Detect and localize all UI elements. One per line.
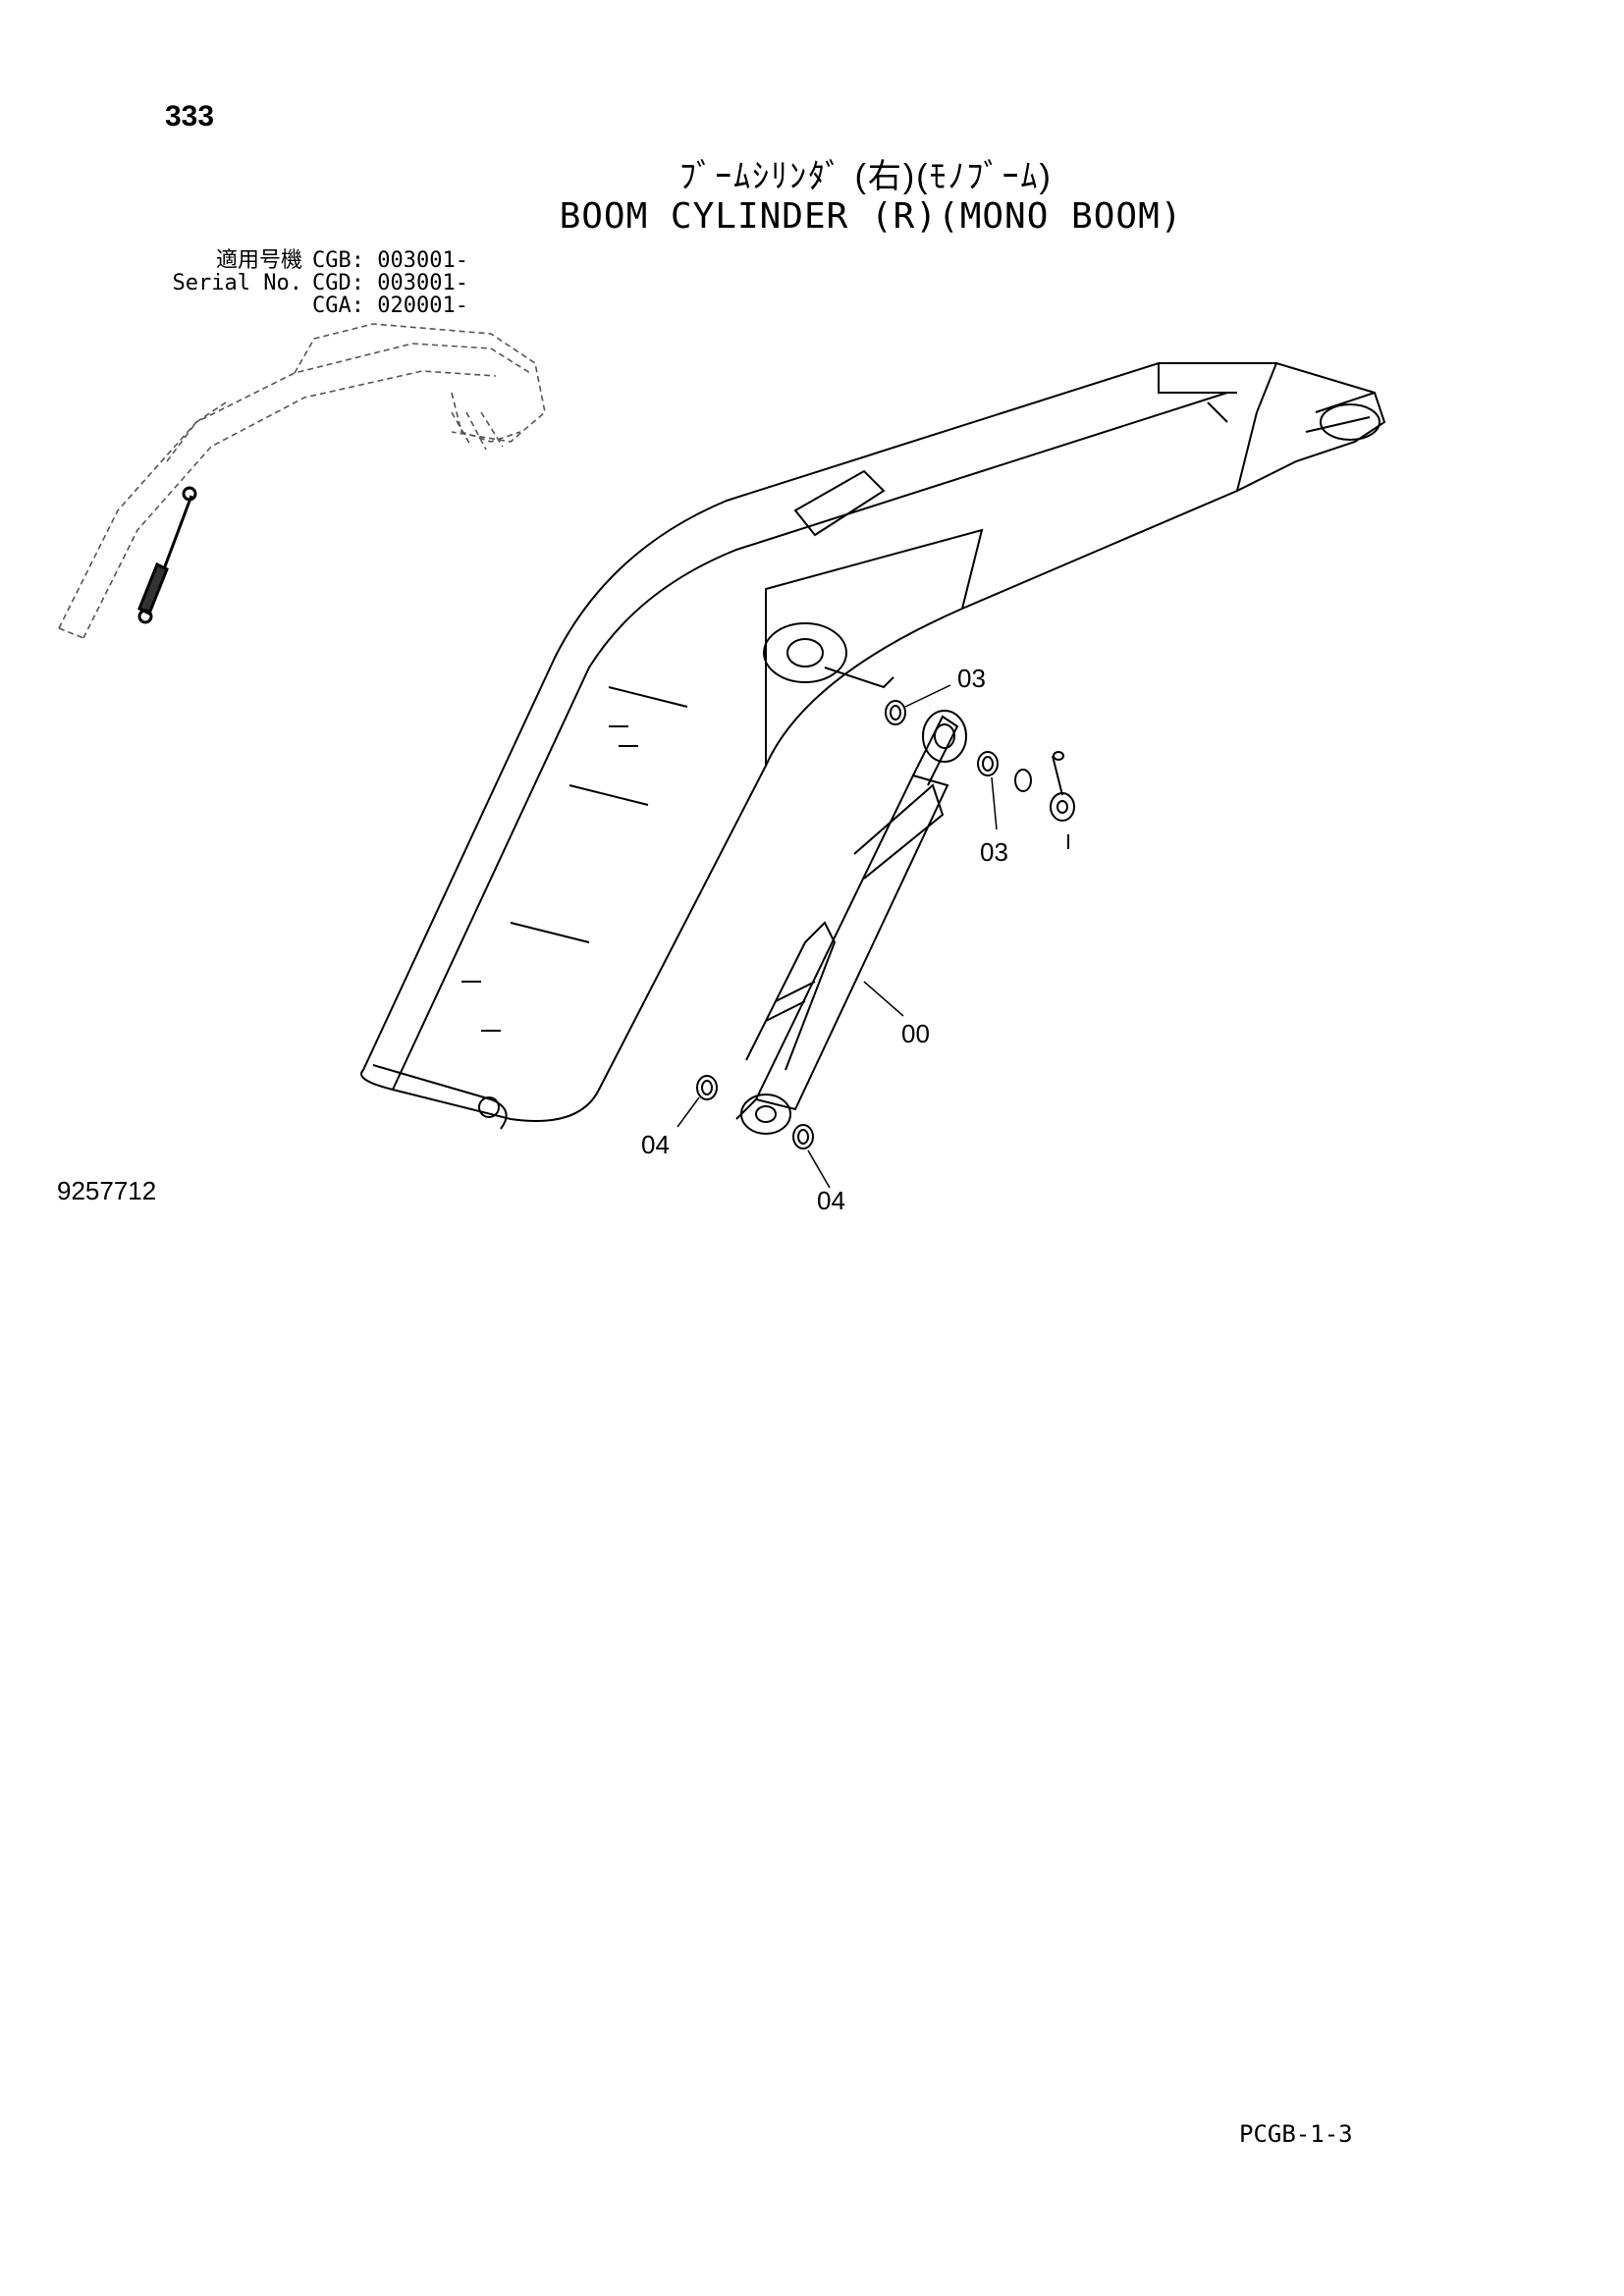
overview-highlighted-cylinder <box>137 486 197 624</box>
boom-cylinder-illustration <box>735 710 967 1135</box>
callout-label: 03 <box>980 837 1008 867</box>
title-japanese: ﾌﾞｰﾑｼﾘﾝﾀﾞ (右)(ﾓﾉﾌﾞｰﾑ) <box>679 158 1053 195</box>
serial-value: CGA: 020001- <box>312 294 468 318</box>
serial-row: CGA: 020001- <box>147 294 468 317</box>
callout-label: 03 <box>957 664 986 693</box>
page-reference: PCGB-1-3 <box>1239 2120 1353 2148</box>
callout-label: 00 <box>901 1019 930 1048</box>
serial-number-block: 適用号機 CGB: 003001- Serial No. CGD: 003001… <box>147 249 468 317</box>
serial-label: Serial No. <box>172 271 302 295</box>
title-english: BOOM CYLINDER (R)(MONO BOOM) <box>559 196 1183 237</box>
bushing-parts <box>696 700 1075 1149</box>
boom-illustration <box>360 362 1386 1130</box>
serial-row: 適用号機 CGB: 003001- <box>147 249 468 272</box>
serial-value: CGD: 003001- <box>312 271 468 295</box>
serial-label: 適用号機 <box>215 248 302 273</box>
page-number: 333 <box>165 100 215 133</box>
callout-label: 04 <box>641 1130 670 1159</box>
serial-row: Serial No. CGD: 003001- <box>147 272 468 294</box>
overview-arm-illustration <box>58 323 546 639</box>
serial-value: CGB: 003001- <box>312 248 468 273</box>
leader-lines <box>677 684 998 1189</box>
callout-label: 04 <box>817 1186 845 1215</box>
drawing-number: 9257712 <box>57 1176 157 1205</box>
